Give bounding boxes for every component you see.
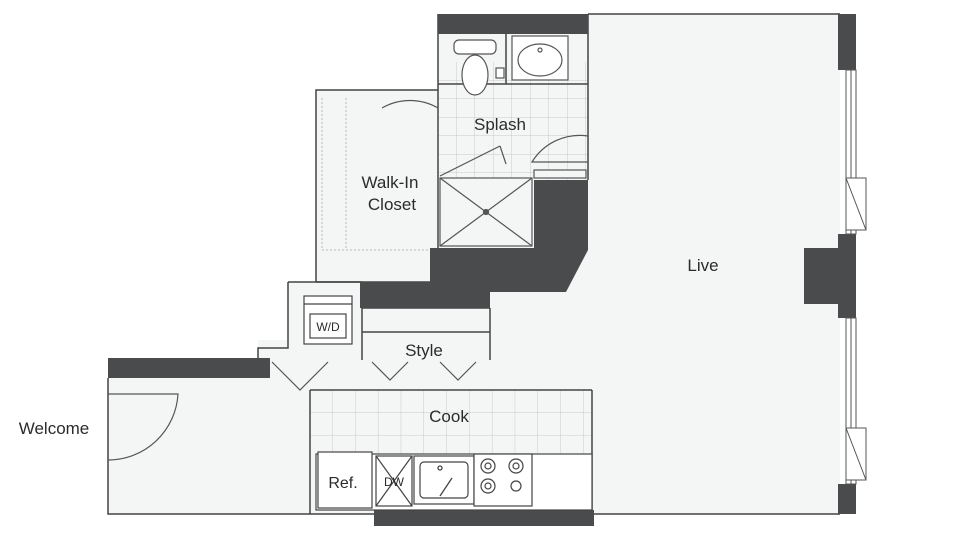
kitchen-faucet [437, 465, 453, 497]
style-bifold-door-left [371, 361, 409, 381]
room-label-splash: Splash [474, 115, 526, 134]
bath-door-swing [530, 134, 589, 163]
room-label-live: Live [687, 256, 718, 275]
washer-dryer [303, 295, 353, 345]
toilet-icon [453, 39, 505, 96]
dishwasher-label: DW [384, 475, 405, 489]
room-label-welcome: Welcome [19, 419, 90, 438]
stove-burners [480, 458, 524, 494]
room-label-closet-line1: Walk-In [362, 173, 419, 192]
closet-shelf-lines [321, 98, 430, 251]
shower [439, 145, 587, 247]
style-bifold-door-right [439, 361, 477, 381]
room-label-cook: Cook [429, 407, 469, 426]
kitchen-tile [310, 390, 592, 454]
doors [107, 99, 589, 461]
entry-door-swing [107, 393, 179, 461]
room-label-style: Style [405, 341, 443, 360]
windows [845, 69, 867, 485]
washer-dryer-label: W/D [316, 320, 340, 334]
refrigerator-label: Ref. [328, 475, 357, 492]
structural-walls [108, 14, 856, 526]
room-label-closet-line2: Closet [368, 195, 416, 214]
closet-door-swing [381, 99, 439, 109]
wd-bifold-door [271, 361, 329, 391]
bath-sink-icon [511, 35, 569, 81]
